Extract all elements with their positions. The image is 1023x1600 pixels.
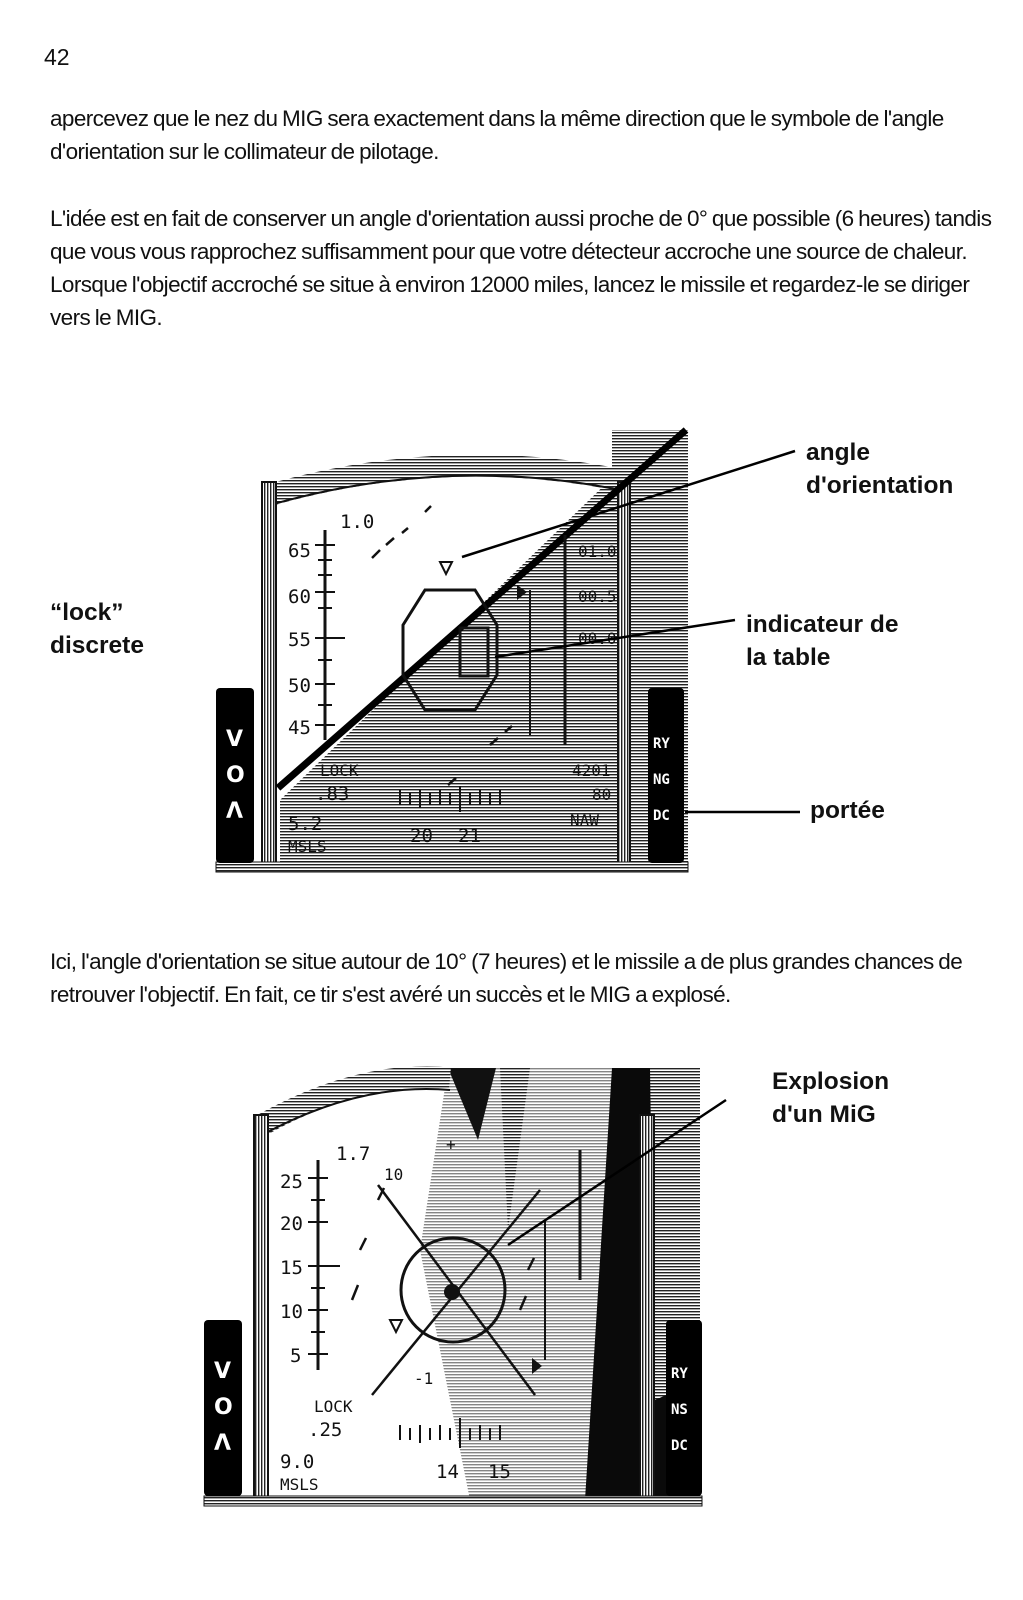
callout-angle [461,449,796,559]
hud2-heading-15: 15 [488,1461,511,1483]
hud1-right-value: 80 [592,785,611,804]
hud1-right-code: 4201 [572,761,611,780]
hud-figure-2: 25 20 15 10 5 1.7 10 + -1 [203,1065,727,1507]
hud1-target-box [458,626,490,678]
hud1-heading-20: 20 [410,825,433,847]
label-lock-discrete: “lock” discrete [50,599,144,659]
hud2-left-post [253,1114,269,1498]
hud1-ground [280,470,620,870]
hud1-right-panel [648,688,684,863]
hud2-right-panel-dc: DC [671,1438,688,1454]
hud2-right-panel-ry: RY [671,1366,688,1382]
hud1-left-panel-a: Λ [226,799,243,824]
hud1-left-panel-v: V [226,727,243,752]
hud2-top-value: 1.7 [336,1143,370,1165]
hud2-speed-5: 5 [290,1345,301,1367]
label-portee: portée [810,797,885,824]
hud2-lock: LOCK [314,1397,353,1416]
hud1-canopy-arch [266,454,623,506]
hud1-speed-60: 60 [288,586,311,608]
label-indicateur-table: indicateur de la table [746,611,899,671]
hud2-plus-icon: + [446,1135,456,1154]
hud1-speed-65: 65 [288,540,311,562]
hud1-right-post [617,481,631,868]
hud2-explosion-center [444,1284,460,1300]
hud1-pitch-2: 00.5 [578,587,617,606]
hud2-left-panel-o: O [214,1395,233,1420]
hud1-right-panel-dc: DC [653,808,670,824]
hud1-lock-value: .83 [315,783,349,805]
hud2-right-panel [666,1320,702,1496]
hud2-left-panel-a: Λ [214,1431,231,1456]
hud1-right-panel-ry: RY [653,736,670,752]
hud1-msls: MSLS [288,837,327,856]
hud2-speed-25: 25 [280,1171,303,1193]
hud1-range-value: 5.2 [288,813,322,835]
hud2-side-value: -1 [414,1369,433,1388]
hud2-target-circle [399,1236,507,1344]
hud2-left-panel-v: V [214,1359,231,1384]
hud1-speed-45: 45 [288,717,311,739]
paragraph-3: Ici, l'angle d'orientation se situe auto… [50,949,963,1007]
hud1-right-mode: NAW [570,811,599,830]
hud2-lock-value: .25 [308,1419,342,1441]
callout-table [494,618,736,659]
hud2-top-small: 10 [384,1165,403,1184]
hud1-left-panel-o: O [226,763,245,788]
label-explosion: Explosion d'un MiG [772,1068,890,1128]
hud1-pitch-1: 01.0 [578,542,617,561]
hud1-left-panel [216,688,254,863]
paragraph-1: apercevez que le nez du MIG sera exactem… [50,106,944,164]
hud1-right-panel-ng: NG [653,772,670,788]
paragraph-2: L'idée est en fait de conserver un angle… [50,206,992,330]
hud2-msls: MSLS [280,1475,319,1494]
hud-figure-1: 65 60 55 50 45 1.0 01.0 00.5 00.0 [215,427,800,873]
hud2-right-post [639,1114,655,1498]
hud2-left-panel [204,1320,242,1496]
hud1-top-value: 1.0 [340,511,374,533]
hud1-speed-50: 50 [288,675,311,697]
hud2-speed-10: 10 [280,1301,303,1323]
hud1-heading-21: 21 [458,825,481,847]
hud2-speed-15: 15 [280,1257,303,1279]
hud1-left-post [261,481,277,868]
hud1-diagonal [275,427,689,791]
label-angle-orientation: angle d'orientation [806,439,954,499]
hud2-right-panel-ns: NS [671,1402,688,1418]
page-number: 42 [44,44,70,70]
hud1-lock: LOCK [320,761,359,780]
hud1-target-circle [401,588,499,712]
hud2-heading-14: 14 [436,1461,459,1483]
callout-explosion [507,1098,727,1247]
hud2-range-value: 9.0 [280,1451,314,1473]
hud1-orientation-marker [438,561,454,577]
hud2-speed-20: 20 [280,1213,303,1235]
hud1-speed-55: 55 [288,629,311,651]
